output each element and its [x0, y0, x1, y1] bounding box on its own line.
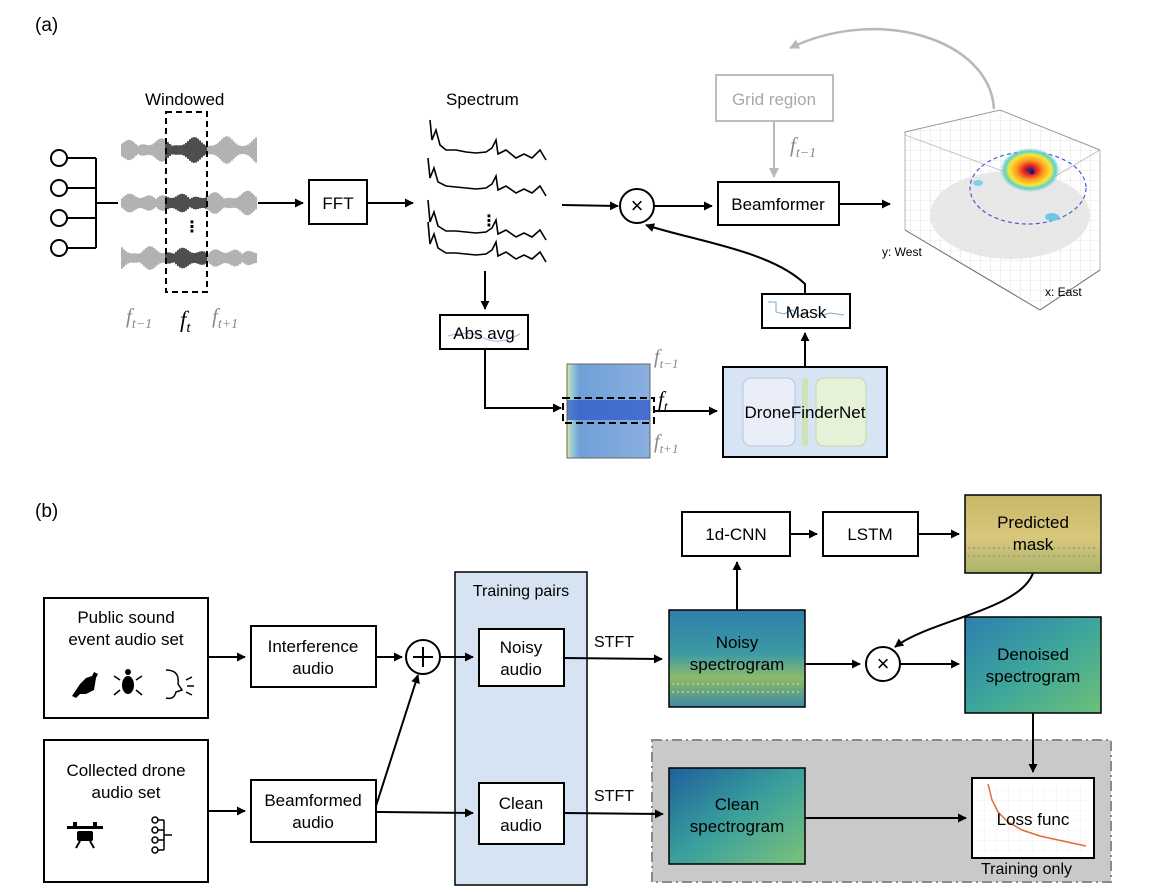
svg-text:ft+1: ft+1 [212, 304, 238, 332]
abs-avg-label: Abs avg [453, 324, 514, 343]
abs-avg-trace [447, 332, 521, 342]
public-set-line1: Public sound [77, 608, 174, 627]
clean-spectrogram [668, 767, 806, 865]
lstm-label: LSTM [847, 525, 892, 544]
insect-icon [113, 669, 143, 696]
public-set-line2: event audio set [68, 630, 184, 649]
predicted-line1: Predicted [997, 513, 1069, 532]
loss-label: Loss func [997, 810, 1070, 829]
microphone-array-icon-small [151, 816, 172, 854]
noisy-spec-line2: spectrogram [690, 655, 784, 674]
denoised-line1: Denoised [997, 645, 1069, 664]
noisy-audio-box [478, 628, 565, 687]
public-sound-set-box [43, 597, 209, 719]
cnn-label: 1d-CNN [705, 525, 766, 544]
svg-text:ft+1: ft+1 [654, 431, 678, 456]
collected-drone-set-box [43, 739, 209, 883]
interference-line2: audio [292, 659, 334, 678]
beamformed-audio-box [250, 779, 377, 843]
svg-text:ft−1: ft−1 [790, 133, 816, 161]
fft-label: FFT [322, 194, 353, 213]
windowed-waveforms [121, 136, 257, 270]
beamformer-box [717, 181, 840, 226]
y-axis-label: y: West [882, 245, 922, 259]
svg-text:ft: ft [180, 307, 191, 336]
abs-avg-box [439, 314, 529, 350]
frame-labels-spectrogram: ft−1 ft ft+1 [654, 346, 678, 456]
speech-icon [165, 669, 194, 700]
denoised-spectrogram [964, 616, 1102, 714]
interference-line1: Interference [268, 637, 359, 656]
dronefindernet-label: DroneFinderNet [745, 403, 866, 422]
beam-map-3d-plot [904, 109, 1101, 311]
spectrum-curves [427, 119, 547, 263]
multiply-symbol: × [631, 193, 644, 218]
noisy-audio-line1: Noisy [500, 638, 543, 657]
drone-icon [67, 822, 103, 849]
stft-label-top: STFT [594, 634, 634, 651]
stft-label-bottom: STFT [594, 788, 634, 805]
beamformed-line2: audio [292, 813, 334, 832]
waveform-ellipsis: ⋮ [184, 219, 200, 236]
svg-text:ft−1: ft−1 [126, 304, 152, 332]
loss-curve [987, 783, 1087, 847]
interference-audio-box [250, 625, 377, 688]
denoised-line2: spectrogram [986, 667, 1080, 686]
clean-audio-line2: audio [500, 816, 542, 835]
noisy-audio-line2: audio [500, 660, 542, 679]
microphone-array-icon [50, 149, 118, 257]
feedback-arrow [789, 27, 996, 110]
mask-label: Mask [786, 303, 827, 322]
window-frame [165, 111, 208, 293]
svg-text:ft−1: ft−1 [654, 346, 678, 371]
fft-box [308, 179, 368, 225]
training-pairs-title: Training pairs [473, 583, 569, 600]
noisy-spectrogram [668, 609, 806, 708]
svg-text:ft: ft [658, 387, 669, 415]
bird-icon [72, 672, 98, 698]
grid-region-label: Grid region [732, 90, 816, 109]
clean-spec-line2: spectrogram [690, 817, 784, 836]
collected-set-line2: audio set [92, 783, 161, 802]
multiply-symbol-b: × [877, 651, 890, 676]
training-only-label: Training only [981, 861, 1072, 878]
collected-set-line1: Collected drone [66, 761, 185, 780]
noisy-spec-line1: Noisy [716, 633, 759, 652]
clean-audio-line1: Clean [499, 794, 543, 813]
predicted-mask-image [964, 494, 1102, 574]
predicted-line2: mask [1013, 535, 1054, 554]
beamformed-line1: Beamformed [264, 791, 361, 810]
panel-a-label: (a) [35, 15, 58, 36]
x-axis-label: x: East [1045, 285, 1082, 299]
lstm-box [822, 511, 919, 557]
spectrum-title: Spectrum [446, 90, 519, 109]
clean-spec-line1: Clean [715, 795, 759, 814]
windowed-title: Windowed [145, 90, 224, 109]
spectrum-ellipsis: ⋮ [481, 213, 497, 230]
panel-b-label: (b) [35, 501, 58, 522]
frame-labels-windowed: ft−1 ft ft+1 [126, 304, 238, 336]
beamformer-label: Beamformer [731, 195, 825, 214]
